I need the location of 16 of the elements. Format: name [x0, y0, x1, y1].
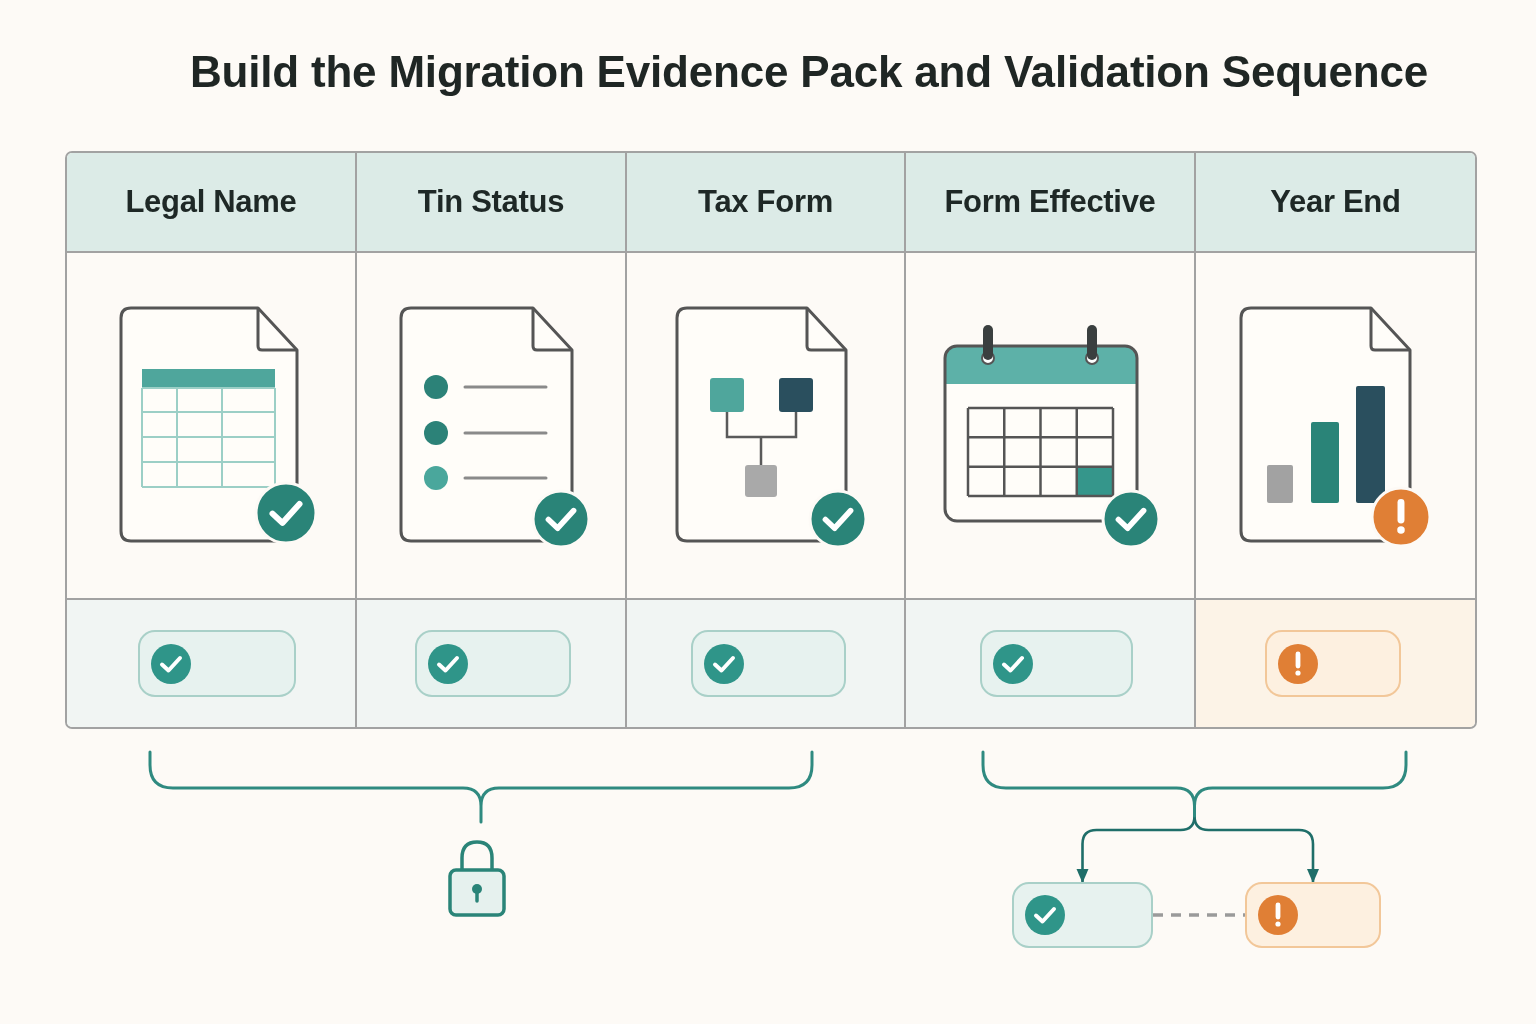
dashed-line — [1153, 913, 1245, 917]
status-pill — [1012, 882, 1153, 948]
arrow — [1193, 815, 1319, 883]
column-header: Legal Name — [67, 153, 357, 253]
curly-bracket — [981, 750, 1408, 816]
status-pill — [138, 630, 296, 697]
status-pill — [691, 630, 846, 697]
status-pill — [415, 630, 571, 697]
column-header: Tax Form — [627, 153, 906, 253]
column-header: Form Effective — [906, 153, 1196, 253]
status-pill — [1265, 630, 1401, 697]
title: Build the Migration Evidence Pack and Validation Sequence — [190, 46, 1428, 98]
column-header: Year End — [1196, 153, 1475, 253]
status-pill — [1245, 882, 1381, 948]
column-header: Tin Status — [357, 153, 627, 253]
status-pill — [980, 630, 1133, 697]
